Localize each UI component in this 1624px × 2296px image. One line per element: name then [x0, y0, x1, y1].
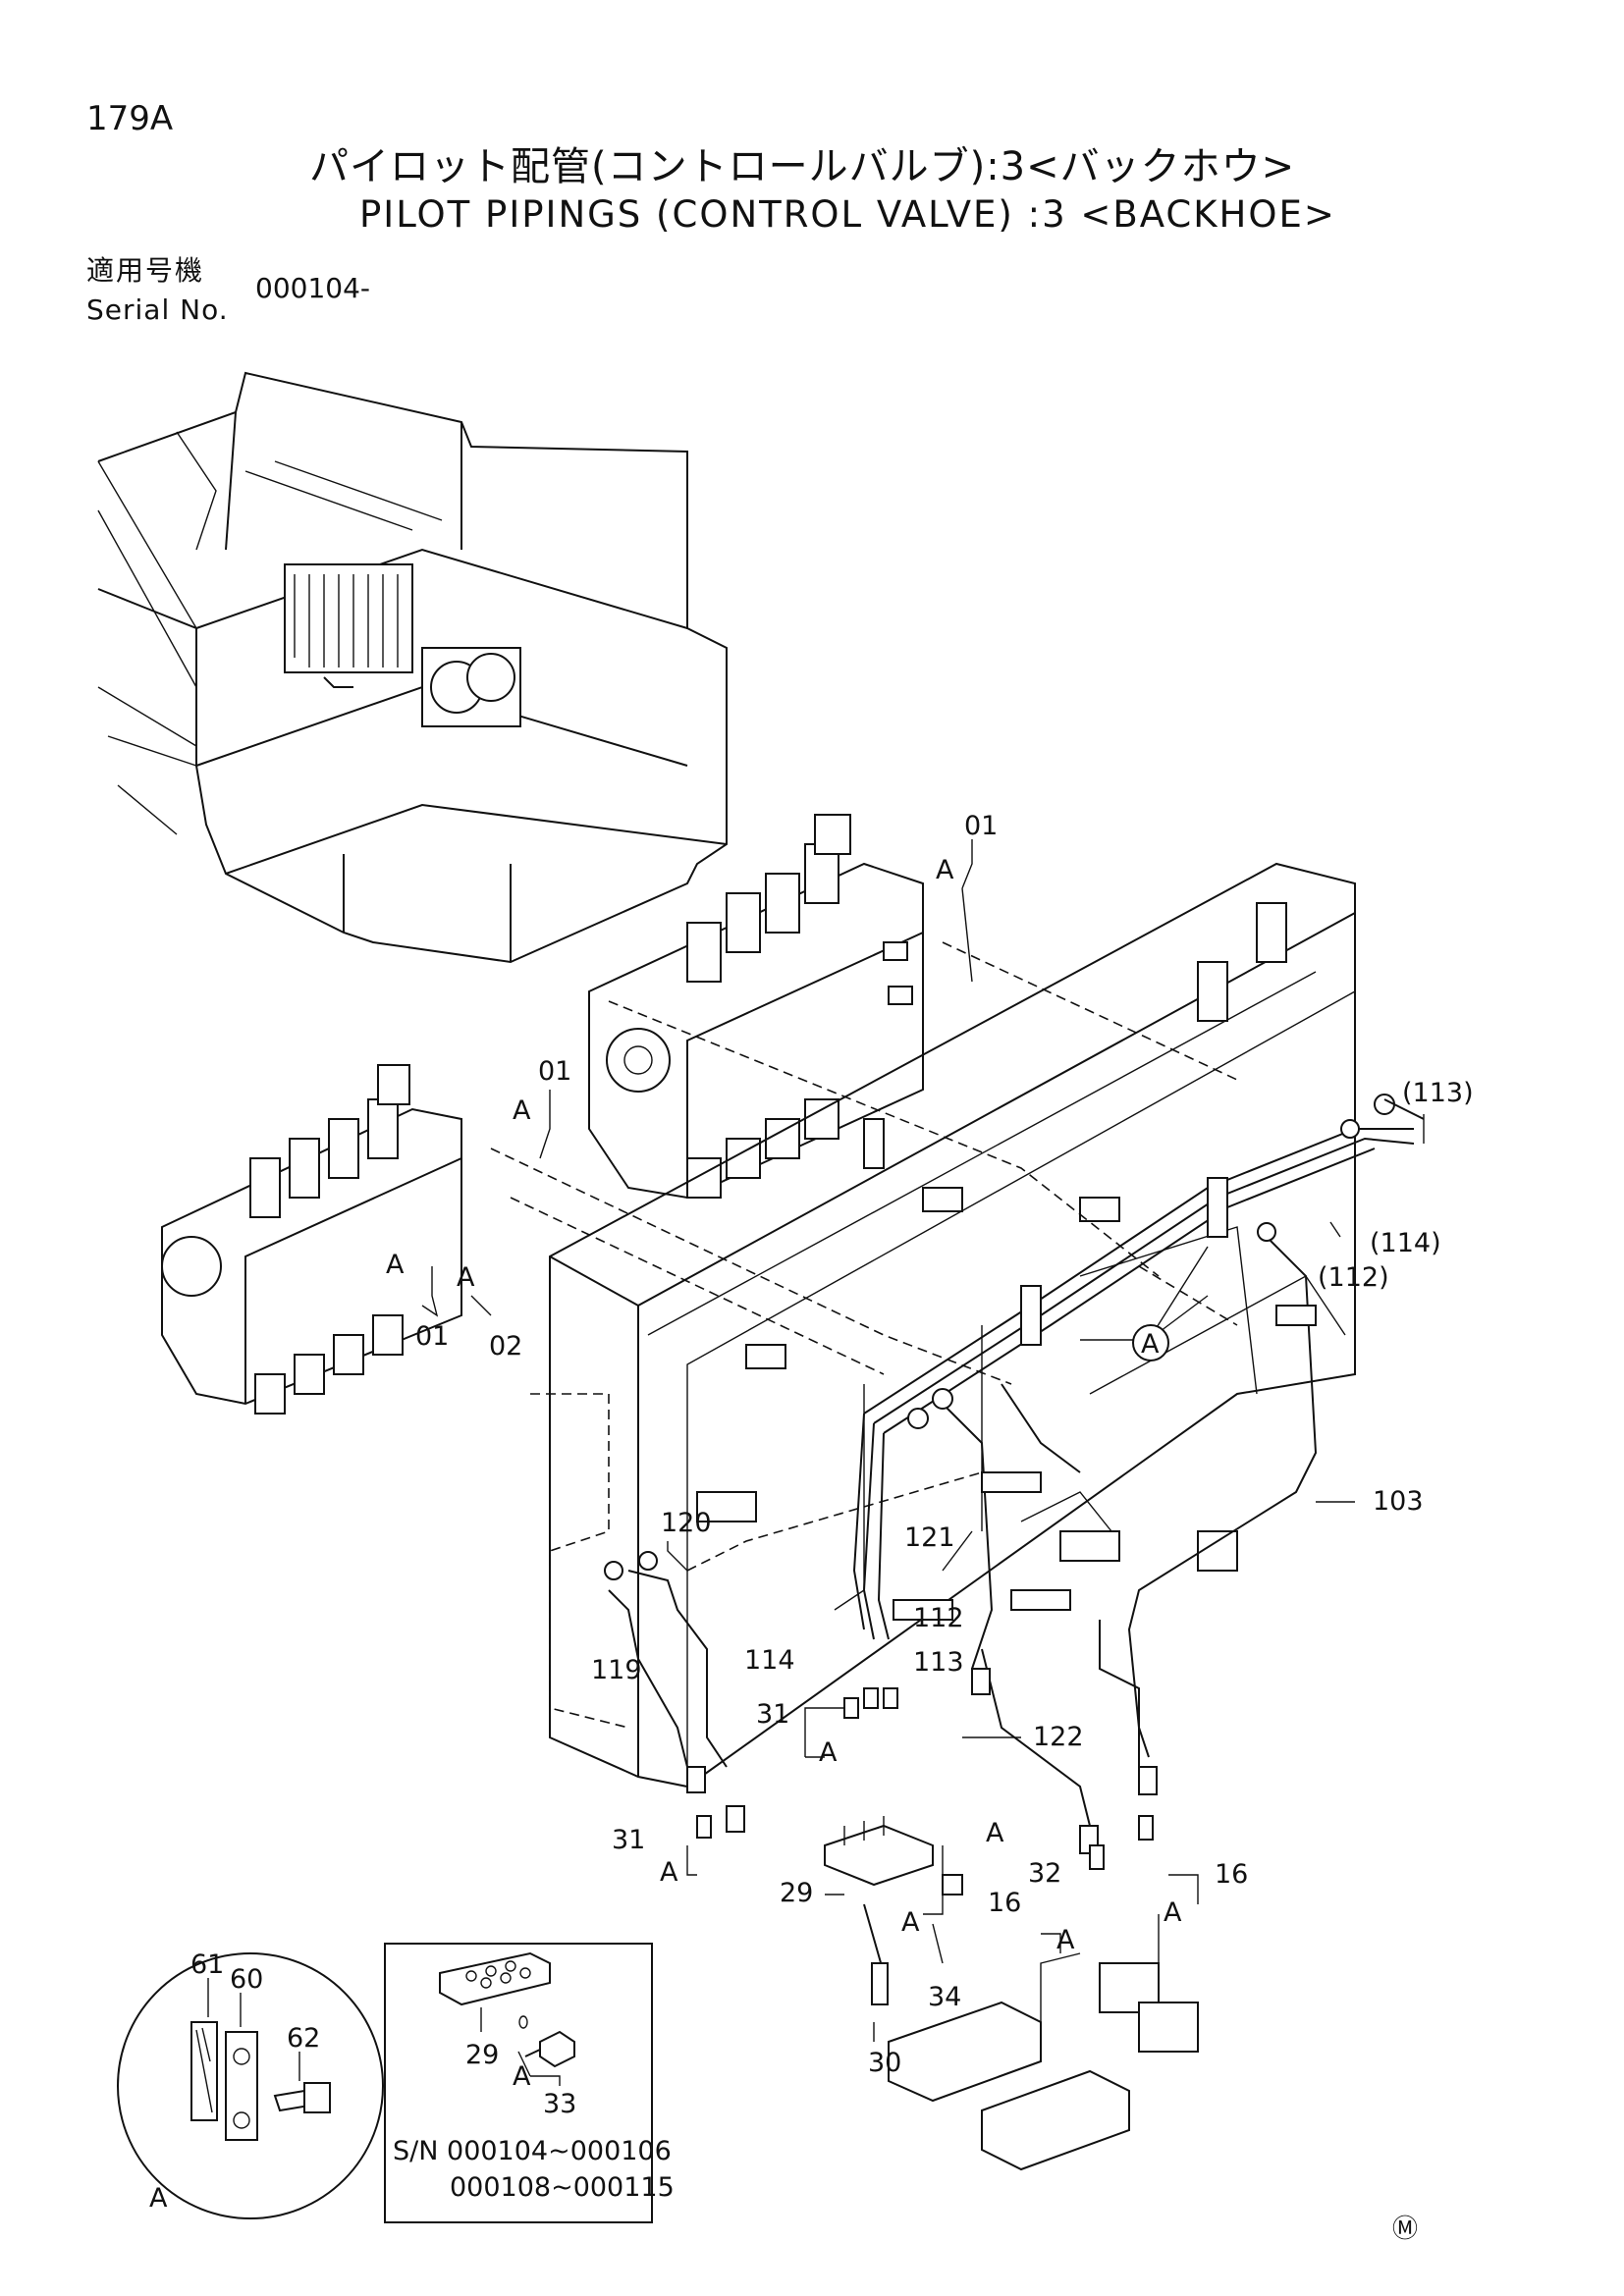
footer-marker: Ⓜ	[1392, 2215, 1419, 2244]
callout-part-02: 02	[489, 1331, 522, 1362]
callout-connection-a: A	[513, 1095, 531, 1126]
callout-part-29: 29	[465, 2040, 499, 2070]
callout-part-112-ref: (112)	[1318, 1262, 1389, 1293]
detail-box-serial-variant: 29 A 33 S/N 000104~000106 000108~000115	[384, 1943, 675, 2223]
serial-range-line-2: 000108~000115	[450, 2172, 675, 2203]
callout-part-119: 119	[591, 1655, 642, 1685]
callout-part-114: 114	[744, 1645, 795, 1676]
serial-label-english: Serial No.	[86, 294, 229, 326]
section-a-marker	[1132, 1324, 1169, 1362]
callout-part-16: 16	[1215, 1859, 1248, 1890]
callout-connection-a: A	[936, 855, 954, 885]
page-title-japanese: パイロット配管(コントロールバルブ):3<バックホウ>	[309, 144, 1296, 189]
serial-range-line-1: S/N 000104~000106	[393, 2136, 672, 2166]
machine-body-drawing	[97, 371, 728, 964]
callout-part-61: 61	[190, 1949, 224, 1980]
machine-frame	[530, 862, 1356, 1789]
port-leader-lines	[490, 941, 1238, 1385]
callout-part-112: 112	[913, 1603, 964, 1633]
callout-connection-a: A	[457, 1262, 475, 1293]
callout-connection-a: A	[513, 2061, 531, 2092]
callout-part-60: 60	[230, 1964, 263, 1995]
manifold-block-assembly	[696, 1687, 1154, 2005]
callout-section-a: A	[1141, 1329, 1160, 1360]
upper-control-valve	[588, 814, 924, 1200]
callout-part-01: 01	[538, 1056, 571, 1087]
callout-leaders	[421, 839, 1425, 2042]
detail-view-a-circle: 61 60 62 A	[117, 1949, 384, 2219]
page-code: 179A	[86, 99, 174, 138]
callout-connection-a: A	[660, 1857, 678, 1888]
callout-part-34: 34	[928, 1982, 961, 2012]
lower-control-valve	[161, 1064, 462, 1415]
callout-connection-a: A	[986, 1818, 1004, 1848]
pilot-pipe-bundle	[604, 1094, 1425, 1854]
serial-number-value: 000104-	[255, 272, 370, 304]
callout-part-33: 33	[543, 2089, 576, 2119]
callout-connection-a: A	[901, 1907, 920, 1938]
serial-label-japanese: 適用号機	[86, 254, 205, 287]
callout-part-113-ref: (113)	[1402, 1078, 1474, 1108]
callout-part-121: 121	[904, 1522, 955, 1553]
detail-view-label-a: A	[149, 2183, 168, 2214]
callout-part-16: 16	[988, 1888, 1021, 1918]
callout-part-31: 31	[756, 1699, 789, 1730]
callout-connection-a: A	[819, 1737, 838, 1768]
page-title-english: PILOT PIPINGS (CONTROL VALVE) :3 <BACKHO…	[359, 193, 1336, 236]
callout-connection-a: A	[1164, 1897, 1182, 1928]
callout-connection-a: A	[386, 1250, 405, 1280]
callout-labels: 01 A 01 A A A 01 02 (113) (114) (112) A …	[386, 811, 1474, 2078]
callout-part-122: 122	[1033, 1722, 1084, 1752]
callout-part-31: 31	[612, 1825, 645, 1855]
callout-part-120: 120	[661, 1508, 712, 1538]
mounting-brackets	[888, 1914, 1199, 2171]
callout-part-114-ref: (114)	[1370, 1228, 1441, 1258]
callout-part-103: 103	[1373, 1486, 1424, 1517]
callout-part-62: 62	[287, 2023, 320, 2054]
callout-part-29: 29	[780, 1878, 813, 1908]
callout-part-113: 113	[913, 1647, 964, 1678]
callout-part-01: 01	[415, 1321, 449, 1352]
callout-connection-a: A	[1056, 1925, 1075, 1955]
callout-part-30: 30	[868, 2048, 901, 2078]
callout-part-01: 01	[964, 811, 998, 841]
callout-part-32: 32	[1028, 1858, 1061, 1889]
